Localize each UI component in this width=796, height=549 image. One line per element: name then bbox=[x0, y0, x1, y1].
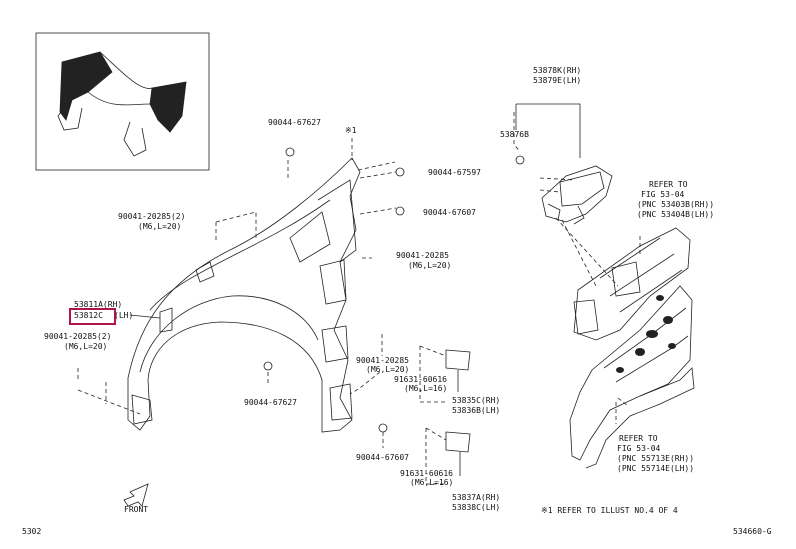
label-90044-67597: 90044-67597 bbox=[428, 168, 481, 177]
ref2-line4: (PNC 55714E(LH)) bbox=[617, 464, 695, 473]
label-90041-20285-b-sub: (M6,L=20) bbox=[408, 261, 452, 270]
bolt-icons bbox=[263, 147, 525, 433]
label-91631-60616-b: 91631-60616 bbox=[400, 469, 453, 478]
label-53879: 53879E(LH) bbox=[533, 76, 582, 85]
front-arrow-icon bbox=[123, 483, 149, 507]
label-53838: 53838C(LH) bbox=[452, 503, 501, 512]
ref2-line2: FIG 53-04 bbox=[617, 444, 661, 453]
label-91631-60616-a: 91631-60616 bbox=[394, 375, 447, 384]
label-53876: 53876B bbox=[500, 130, 529, 139]
ref1-line2: FIG 53-04 bbox=[641, 190, 685, 199]
inset-fender-rear bbox=[149, 81, 187, 133]
ref1-line1: REFER TO bbox=[649, 180, 688, 189]
inset-fender-front bbox=[59, 51, 113, 121]
figure-code: 534660-G bbox=[733, 527, 772, 536]
label-91631-60616-b-sub: (M6,L=16) bbox=[410, 478, 454, 487]
label-90044-67607-bottom: 90044-67607 bbox=[356, 453, 409, 462]
label-90044-67627-bottom: 90044-67627 bbox=[244, 398, 297, 407]
label-marker-top: ※1 bbox=[345, 126, 357, 135]
ref1-line3: (PNC 53403B(RH)) bbox=[637, 200, 715, 209]
page-code: 5302 bbox=[22, 527, 42, 536]
apron-upper bbox=[573, 227, 691, 341]
label-90044-67607-top: 90044-67607 bbox=[423, 208, 476, 217]
label-53812-suffix: (LH) bbox=[114, 311, 134, 320]
label-90041-20285-c: 90041-20285(2) bbox=[44, 332, 112, 341]
label-53811: 53811A(RH) bbox=[74, 300, 123, 309]
label-90041-20285-a: 90041-20285(2) bbox=[118, 212, 186, 221]
retainer-bracket bbox=[541, 165, 613, 223]
label-90041-20285-d-sub: (M6,L=20) bbox=[366, 365, 410, 374]
label-90041-20285-b: 90041-20285 bbox=[396, 251, 449, 260]
label-53878: 53878K(RH) bbox=[533, 66, 582, 75]
label-53835: 53835C(RH) bbox=[452, 396, 501, 405]
ref2-line1: REFER TO bbox=[619, 434, 658, 443]
fender-outline bbox=[127, 157, 361, 433]
label-front: FRONT bbox=[124, 505, 149, 514]
ref1-line4: (PNC 53404B(LH)) bbox=[637, 210, 715, 219]
label-53837: 53837A(RH) bbox=[452, 493, 501, 502]
label-91631-60616-a-sub: (M6,L=16) bbox=[404, 384, 448, 393]
ref2-line3: (PNC 55713E(RH)) bbox=[617, 454, 695, 463]
label-90044-67627-top: 90044-67627 bbox=[268, 118, 321, 127]
label-90041-20285-a-sub: (M6,L=20) bbox=[138, 222, 182, 231]
highlight-53812 bbox=[69, 308, 116, 325]
footnote: ※1 REFER TO ILLUST NO.4 OF 4 bbox=[541, 506, 678, 515]
label-90041-20285-c-sub: (M6,L=20) bbox=[64, 342, 108, 351]
label-90041-20285-d: 90041-20285 bbox=[356, 356, 409, 365]
label-53812: 53812C bbox=[74, 311, 103, 320]
label-53836: 53836B(LH) bbox=[452, 406, 501, 415]
inset-frame bbox=[35, 32, 210, 171]
apron-lower bbox=[569, 285, 693, 461]
